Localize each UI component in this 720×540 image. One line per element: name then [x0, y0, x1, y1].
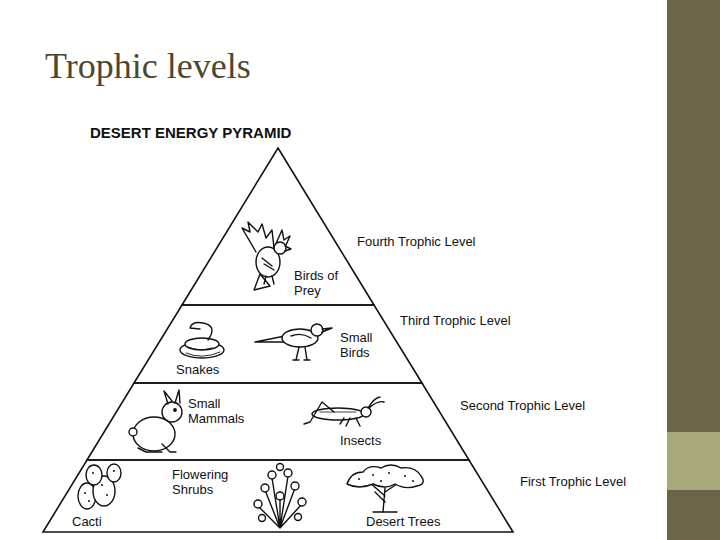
- tree-drawing: [347, 465, 423, 512]
- band-outline-path: [134, 305, 422, 383]
- organism-label: Desert Trees: [366, 514, 440, 529]
- cactus-drawing: [78, 464, 121, 509]
- insect-drawing: [304, 397, 384, 426]
- band-outline: [87, 383, 469, 460]
- pyramid-heading: DESERT ENERGY PYRAMID: [90, 124, 291, 142]
- rabbit-drawing: [129, 390, 182, 452]
- trophic-band: Second Trophic LevelSmall MammalsInsects: [87, 383, 469, 460]
- band-outline: [43, 460, 513, 532]
- slide-title: Trophic levels: [45, 46, 251, 86]
- trophic-level-label: Fourth Trophic Level: [357, 234, 476, 249]
- organism-label: Birds of Prey: [294, 268, 350, 298]
- organism-label: Flowering Shrubs: [172, 467, 242, 497]
- organism-label: Insects: [340, 433, 381, 448]
- organism-label: Cacti: [72, 514, 102, 529]
- snake-drawing: [180, 323, 224, 358]
- organism-label: Small Birds: [340, 330, 384, 360]
- trophic-level-label: Second Trophic Level: [460, 398, 585, 413]
- trophic-level-label: First Trophic Level: [520, 474, 626, 489]
- band-outline-path: [182, 148, 374, 305]
- trophic-band: Fourth Trophic LevelBirds of Prey: [182, 148, 374, 305]
- trophic-band: First Trophic LevelFlowering ShrubsCacti…: [43, 460, 513, 532]
- side-bar-accent: [667, 432, 720, 490]
- trophic-band: Third Trophic LevelSnakesSmall Birds: [134, 305, 422, 383]
- band-outline-path: [43, 460, 513, 532]
- organism-label: Snakes: [176, 362, 219, 377]
- band-outline-path: [87, 383, 469, 460]
- eagle-drawing: [242, 222, 291, 290]
- bird-drawing: [255, 324, 332, 360]
- organism-label: Small Mammals: [188, 396, 254, 426]
- shrub-drawing: [254, 464, 306, 529]
- side-bar: [667, 0, 720, 540]
- band-outline: [182, 148, 374, 305]
- trophic-level-label: Third Trophic Level: [400, 313, 511, 328]
